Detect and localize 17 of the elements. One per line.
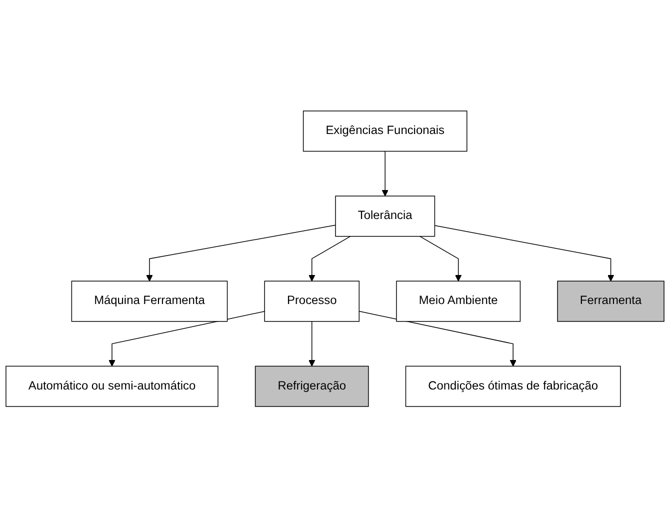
arrow [308,320,316,366]
node-box: Condições ótimas de fabricação [405,366,621,407]
arrow [308,236,351,282]
arrow [419,236,462,282]
arrow [146,224,336,282]
node-box: Processo [264,280,360,322]
arrow [382,150,388,196]
node-box: Máquina Ferramenta [71,280,228,322]
arrow [434,224,614,282]
node-box: Exigências Funcionais [302,110,468,152]
arrow [108,310,265,366]
arrow [358,310,516,366]
node-box: Refrigeração [254,366,369,407]
node-box: Meio Ambiente [396,280,521,322]
node-box: Automático ou semi-automático [6,366,218,407]
node-box: Tolerância [335,195,436,236]
node-box: Ferramenta [557,280,664,322]
